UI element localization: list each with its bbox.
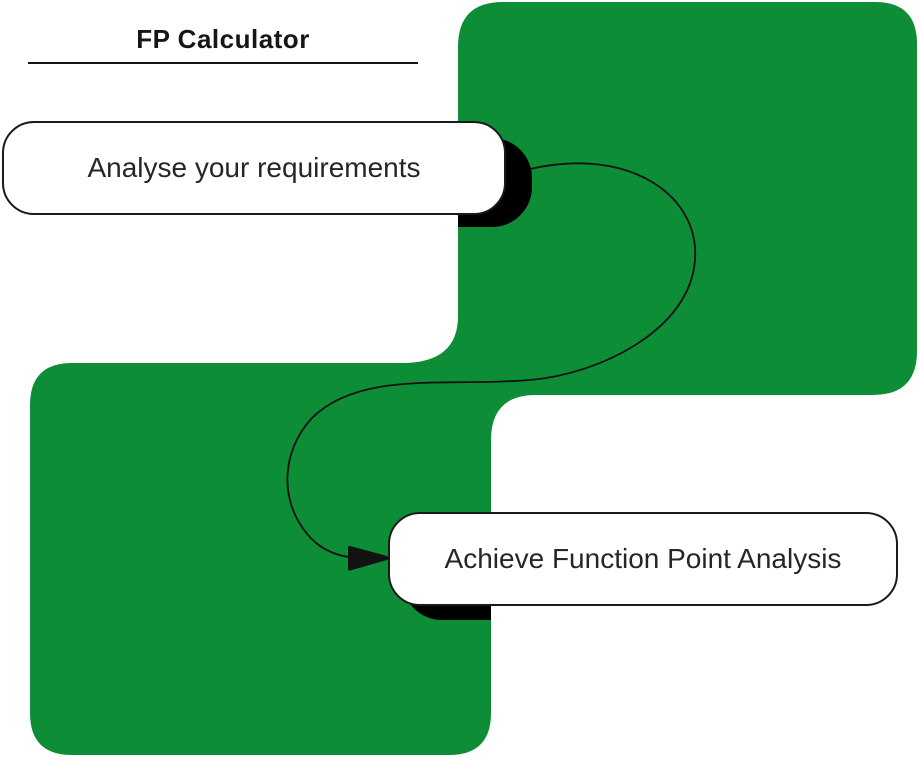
node-achieve-function-point-analysis[interactable]: Achieve Function Point Analysis <box>388 512 898 606</box>
node-label: Analyse your requirements <box>87 152 421 183</box>
page-title: FP Calculator <box>28 24 418 64</box>
node-analyse-requirements[interactable]: Analyse your requirements <box>2 121 506 215</box>
node-label: Achieve Function Point Analysis <box>444 543 842 574</box>
connector-curve <box>286 162 696 558</box>
green-blob-shape <box>30 2 917 755</box>
arrowhead-icon <box>348 545 390 571</box>
